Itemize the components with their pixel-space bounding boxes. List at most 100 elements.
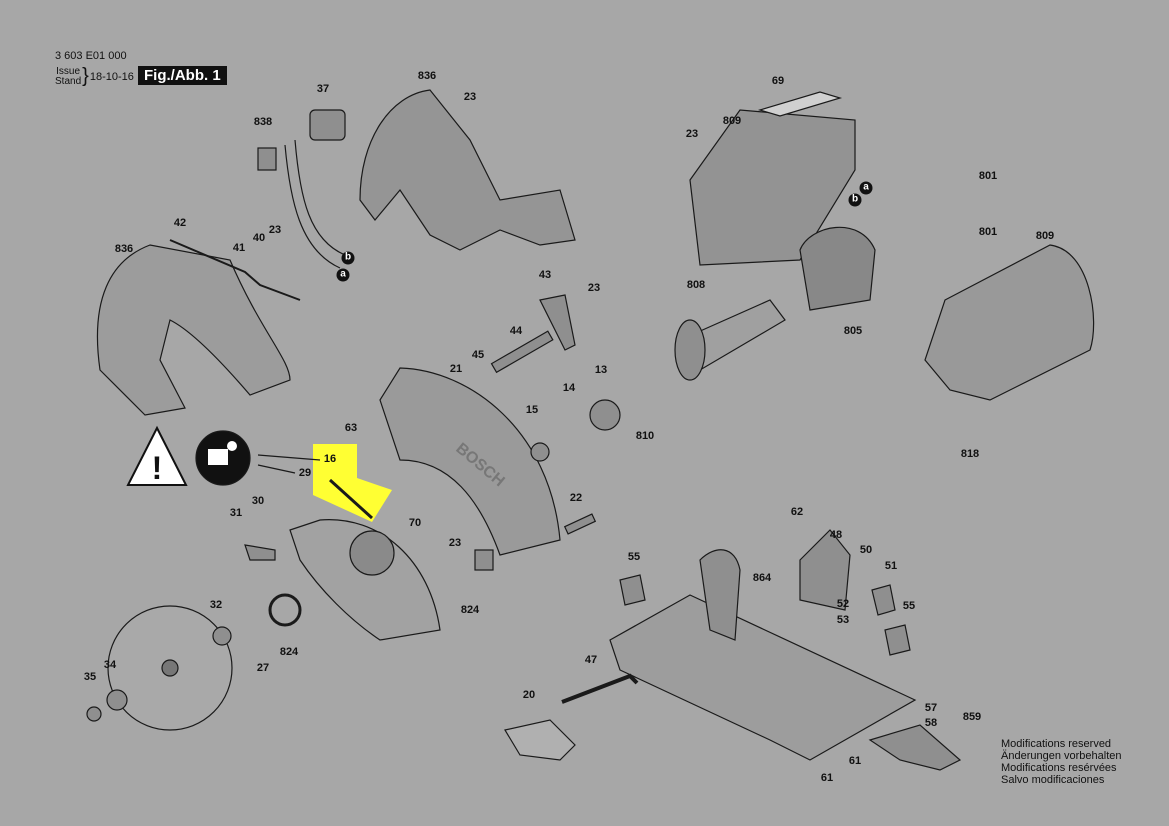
highlight-region xyxy=(313,444,392,522)
part-number-label: 20 xyxy=(522,689,536,701)
field-805 xyxy=(799,226,876,311)
part-number-label: 859 xyxy=(962,711,982,723)
notice-line: Änderungen vorbehalten xyxy=(1001,750,1122,762)
hex-key-47 xyxy=(561,673,639,704)
cable-clamp-838 xyxy=(257,147,277,171)
lever-30 xyxy=(244,544,276,561)
modifications-notice: Modifications reserved Änderungen vorbeh… xyxy=(1001,738,1121,786)
housing-836 xyxy=(359,89,576,251)
part-number-label: 23 xyxy=(587,282,601,294)
pin-22 xyxy=(563,513,597,535)
part-number-label: 818 xyxy=(960,448,980,460)
part-number-label: 61 xyxy=(820,772,834,784)
part-number-label: 23 xyxy=(268,224,282,236)
lever-43 xyxy=(539,294,576,351)
part-number-label: 50 xyxy=(859,544,873,556)
figure-label: Fig./Abb. 1 xyxy=(138,66,227,85)
part-number-label: 809 xyxy=(1035,230,1055,242)
notice-line: Modifications reserved xyxy=(1001,738,1112,750)
part-number-label: 27 xyxy=(256,662,270,674)
part-number-label: 31 xyxy=(229,507,243,519)
part-number-label: 805 xyxy=(843,325,863,337)
part-number-label: 61 xyxy=(848,755,862,767)
knob-55 xyxy=(619,574,646,606)
knob-55b xyxy=(884,624,911,656)
notice-line: Salvo modificaciones xyxy=(1001,774,1105,786)
cable-42 xyxy=(169,239,301,301)
part-number-label: 864 xyxy=(752,572,772,584)
part-number-label: 16 xyxy=(323,453,337,465)
connector-marker-a: a xyxy=(859,181,873,195)
shaft-44 xyxy=(490,330,554,374)
motor-housing-809b xyxy=(924,244,1095,401)
motor-housing-809 xyxy=(689,109,856,266)
base-plate-864 xyxy=(609,594,917,761)
part-number-label: 55 xyxy=(627,551,641,563)
part-number-label: 810 xyxy=(635,430,655,442)
part-number-label: 30 xyxy=(251,495,265,507)
part-number-label: 51 xyxy=(884,560,898,572)
stand-label: Stand xyxy=(55,75,82,87)
connector-marker-b: b xyxy=(848,193,862,207)
bearing-15 xyxy=(530,442,550,462)
notice-line: Modifications resérvées xyxy=(1001,762,1117,774)
knob-51 xyxy=(871,584,896,616)
part-number-label: 44 xyxy=(509,325,523,337)
part-number-label: 29 xyxy=(298,467,312,479)
parallel-guide-859 xyxy=(868,724,962,771)
part-number-label: 808 xyxy=(686,279,706,291)
part-number-label: 22 xyxy=(569,492,583,504)
part-number-label: 53 xyxy=(836,614,850,626)
blade-guard-21 xyxy=(379,367,561,556)
part-number-label: 43 xyxy=(538,269,552,281)
warning-triangle-icon xyxy=(126,425,188,486)
part-number-label: 836 xyxy=(114,243,134,255)
part-number-label: 41 xyxy=(232,242,246,254)
bracket-48 xyxy=(799,529,851,611)
part-number-label: 70 xyxy=(408,517,422,529)
issue-date: 18-10-16 xyxy=(89,70,134,83)
label-plate-69 xyxy=(757,91,843,117)
part-number-label: 69 xyxy=(771,75,785,87)
part-number-label: 15 xyxy=(525,404,539,416)
part-number-label: 57 xyxy=(924,702,938,714)
spring-part-16 xyxy=(328,478,374,520)
part-number-label: 52 xyxy=(836,598,850,610)
part-number-label: 48 xyxy=(829,529,843,541)
part-number-label: 37 xyxy=(316,83,330,95)
switch-37 xyxy=(309,109,346,141)
part-number-label: 58 xyxy=(924,717,938,729)
flange-34 xyxy=(106,689,128,711)
part-number-label: 45 xyxy=(471,349,485,361)
connector-marker-a: a xyxy=(336,268,350,282)
spacer-824 xyxy=(474,549,494,571)
bolt-35 xyxy=(86,706,102,722)
part-number-label: 801 xyxy=(978,226,998,238)
part-number-label: 32 xyxy=(209,599,223,611)
part-number-label: 21 xyxy=(449,363,463,375)
part-number-label: 824 xyxy=(460,604,480,616)
connector-marker-b: b xyxy=(341,251,355,265)
lower-guard-29 xyxy=(289,519,441,641)
handle-836 xyxy=(96,244,291,416)
document-number: 3 603 E01 000 xyxy=(55,50,127,62)
flange-32 xyxy=(212,626,232,646)
part-number-label: 47 xyxy=(584,654,598,666)
depth-guide xyxy=(699,549,741,641)
gear-13 xyxy=(589,399,621,431)
issue-label: Issue xyxy=(56,65,81,77)
part-number-label: 809 xyxy=(722,115,742,127)
part-number-label: 13 xyxy=(594,364,608,376)
part-number-label: 801 xyxy=(978,170,998,182)
part-number-label: 23 xyxy=(448,537,462,549)
svg-text:!: ! xyxy=(152,450,163,486)
part-number-label: 836 xyxy=(417,70,437,82)
part-number-label: 55 xyxy=(902,600,916,612)
part-number-label: 35 xyxy=(83,671,97,683)
part-number-label: 14 xyxy=(562,382,576,394)
part-number-label: 62 xyxy=(790,506,804,518)
part-number-label: 34 xyxy=(103,659,117,671)
